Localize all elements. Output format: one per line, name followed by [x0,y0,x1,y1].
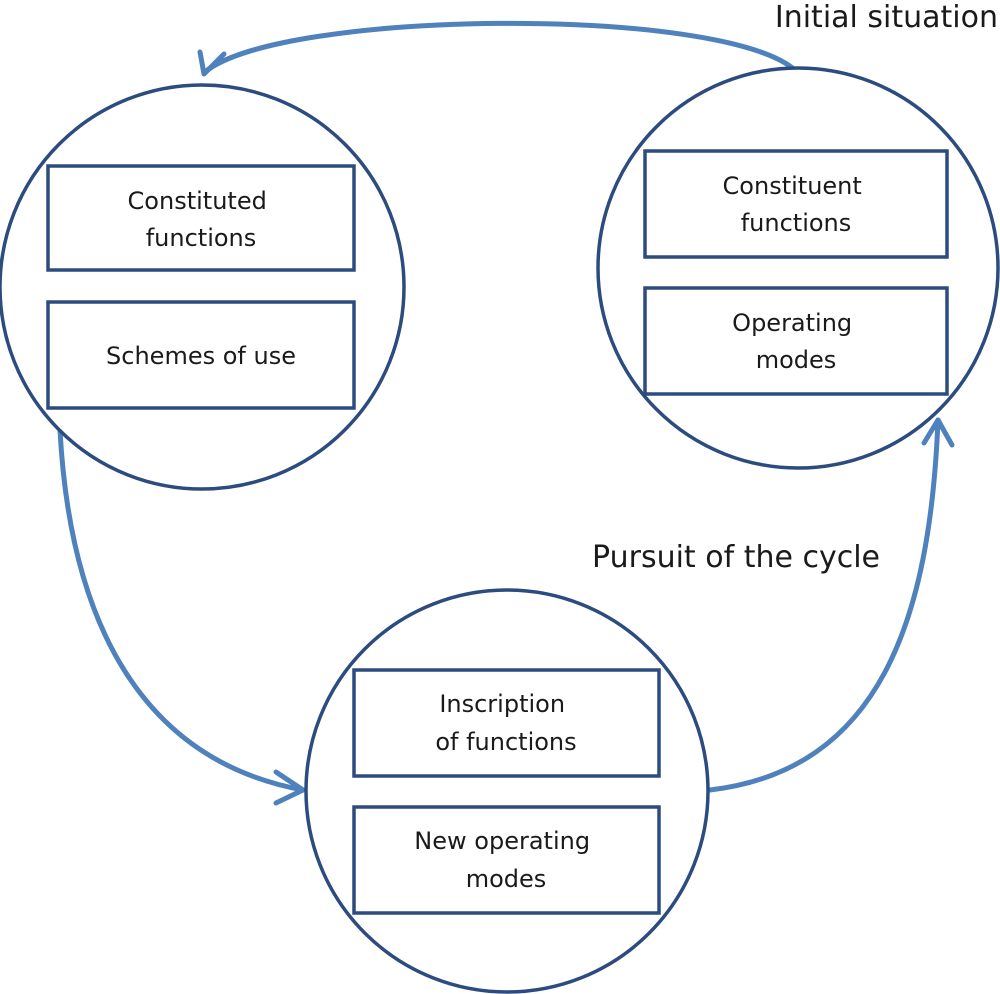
constituent-functions-box [643,149,949,259]
operating-modes-label: Operating modes [732,309,860,374]
arrowhead-left-top [197,49,227,77]
new-operating-modes-box [352,805,661,915]
bottom-stage: Inscription of functions New operating m… [304,588,710,994]
right-circle [596,66,1000,470]
arrow-bottom-to-right [707,417,941,793]
inscription-of-functions-line-1: Inscription [439,690,565,718]
constituent-functions-line-1: Constituent [723,172,862,200]
new-operating-modes-line-1: New operating [414,827,590,855]
arrow-left-to-bottom [57,427,306,793]
operating-modes-line-2: modes [756,346,837,374]
inscription-of-functions-line-2: of functions [435,728,576,756]
arrow-initial-to-left [202,20,798,75]
inscription-of-functions-label: Inscription of functions [435,690,576,756]
bottom-circle [304,588,710,994]
new-operating-modes-label: New operating modes [414,827,597,893]
initial-situation-label: Initial situation [775,0,998,35]
constituent-functions-line-2: functions [741,209,852,237]
constituent-functions-label: Constituent functions [723,172,870,237]
operating-modes-line-1: Operating [732,309,852,337]
right-stage: Constituent functions Operating modes [596,66,1000,470]
arrowhead-bottom-left [273,769,306,806]
constituted-functions-line-2: functions [146,224,257,252]
constituted-functions-label: Constituted functions [128,187,275,252]
constituted-functions-line-1: Constituted [128,187,267,215]
schemes-of-use-label: Schemes of use [106,342,296,370]
left-stage: Constituted functions Schemes of use [0,83,406,491]
inscription-of-functions-box [352,668,661,778]
arrowhead-right-bottom [921,417,955,448]
constituted-functions-box [46,164,356,272]
schemes-of-use-line-1: Schemes of use [106,342,296,370]
left-circle [0,83,406,491]
operating-modes-box [643,286,949,396]
new-operating-modes-line-2: modes [466,865,547,893]
pursuit-of-the-cycle-label: Pursuit of the cycle [592,540,880,575]
schemes-of-use-box [46,300,356,410]
